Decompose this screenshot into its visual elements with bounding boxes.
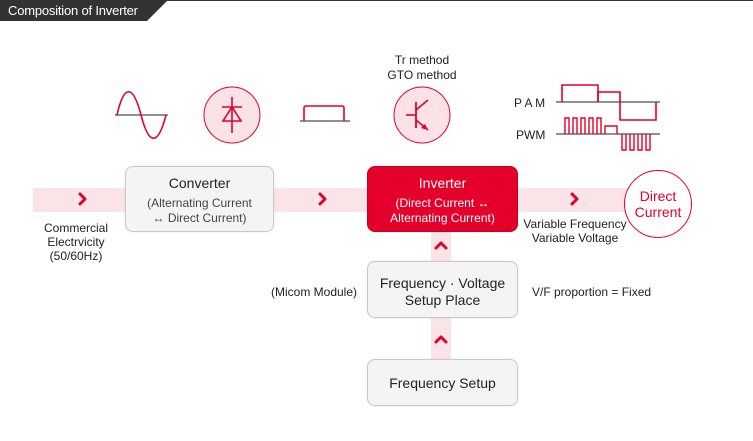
title-tab: Composition of Inverter [0,0,168,21]
converter-box: Converter (Alternating Current ↔ Direct … [125,166,274,232]
chevron-up-icon [434,335,448,344]
converter-line-2: ↔ Direct Current) [152,211,247,225]
frequency-setup-box: Frequency Setup [367,359,518,406]
direct-current-line-2: Current [634,204,682,220]
commercial-electricity-label: Commercial Electrvicity (50/60Hz) [30,221,122,263]
header-rule [0,0,753,1]
pam-label: P A M [514,96,546,110]
inverter-box: Inverter (Direct Current ↔ Alternating C… [367,166,518,232]
chevron-right-icon [78,192,87,206]
inverter-line-2: Alternating Current) [390,211,495,225]
commercial-line-2: Electrvicity [47,235,105,249]
fv-setup-line-2: Setup Place [404,292,481,308]
inverter-title: Inverter [418,175,467,191]
inverter-line-1: (Direct Current ↔ [395,196,490,210]
converter-line-1: (Alternating Current [147,196,252,210]
pam-waveform-icon [556,84,660,121]
fv-setup-box: Frequency · Voltage Setup Place [367,261,518,318]
sine-wave-icon [115,91,168,139]
converter-title: Converter [168,175,231,191]
title-tab-shape [0,0,168,21]
micom-module-label: (Micom Module) [270,285,357,299]
gto-method-label: GTO method [387,68,457,82]
direct-current-line-1: Direct [639,188,677,204]
transistor-icon [393,86,451,144]
commercial-line-1: Commercial [43,221,108,235]
variable-voltage-label: Variable Voltage [531,231,619,245]
tr-method-label: Tr method [394,53,450,67]
vf-proportion-label: V/F proportion = Fixed [532,285,652,299]
direct-current-node: Direct Current [624,170,692,238]
commercial-line-3: (50/60Hz) [49,249,103,263]
variable-frequency-label: Variable Frequency [523,217,627,231]
pwm-label: PWM [516,128,546,142]
chevron-right-icon [570,192,579,206]
pwm-waveform-icon [556,117,660,151]
variable-output-label: Variable Frequency Variable Voltage [518,217,632,245]
chevron-up-icon [434,241,448,250]
fv-setup-line-1: Frequency · Voltage [379,275,506,291]
chevron-right-icon [318,192,327,206]
frequency-setup-title: Frequency Setup [389,375,496,391]
diode-icon [203,86,261,144]
page-title: Composition of Inverter [8,3,138,18]
dc-pulse-icon [300,105,350,122]
